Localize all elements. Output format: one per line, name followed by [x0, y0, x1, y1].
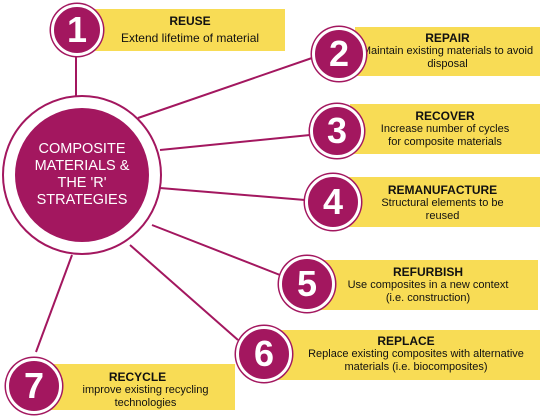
card-title: RECYCLE: [108, 370, 167, 384]
card-reuse: REUSE Extend lifetime of material: [95, 9, 285, 51]
connector-3: [159, 134, 311, 151]
connector-2: [137, 57, 313, 119]
badge-3: 3: [310, 104, 364, 158]
card-refurbish: REFURBISH Use composites in a new contex…: [318, 260, 538, 310]
badge-2: 2: [312, 27, 366, 81]
card-title: REMANUFACTURE: [387, 183, 498, 197]
card-title: REUSE: [169, 14, 211, 28]
card-title: RECOVER: [415, 109, 475, 123]
card-description: improve existing recycling technologies: [82, 384, 209, 409]
card-description: Maintain existing materials to avoid dis…: [361, 45, 534, 70]
card-title: REFURBISH: [392, 265, 463, 279]
card-description: Replace existing composites with alterna…: [308, 348, 524, 373]
card-remanufacture: REMANUFACTURE Structural elements to be …: [345, 177, 540, 227]
badge-1: 1: [51, 4, 103, 56]
card-description: Extend lifetime of material: [120, 31, 260, 45]
card-description: Increase number of cycles for composite …: [380, 123, 510, 148]
card-recover: RECOVER Increase number of cycles for co…: [350, 104, 540, 154]
connector-5: [151, 224, 281, 276]
connector-7: [35, 254, 73, 353]
card-description: Use composites in a new context (i.e. co…: [347, 279, 509, 304]
card-replace: REPLACE Replace existing composites with…: [272, 330, 540, 380]
card-description: Structural elements to be reused: [381, 197, 504, 222]
card-title: REPLACE: [377, 334, 435, 348]
badge-6: 6: [236, 326, 292, 382]
badge-7: 7: [6, 358, 62, 414]
card-repair: REPAIR Maintain existing materials to av…: [355, 27, 540, 76]
connector-4: [159, 187, 306, 201]
badge-4: 4: [305, 174, 361, 230]
card-title: REPAIR: [425, 31, 470, 45]
hub-title: COMPOSITE MATERIALS & THE 'R' STRATEGIES: [15, 108, 149, 242]
badge-5: 5: [279, 256, 335, 312]
card-recycle: RECYCLE improve existing recycling techn…: [40, 364, 235, 410]
connector-6: [129, 244, 239, 341]
hub-title-text: COMPOSITE MATERIALS & THE 'R' STRATEGIES: [34, 141, 130, 208]
